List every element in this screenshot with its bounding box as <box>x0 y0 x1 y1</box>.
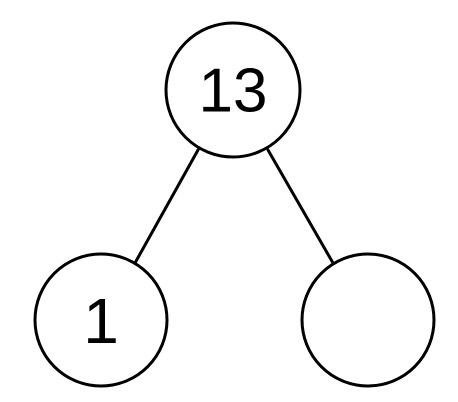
whole-node: 13 <box>164 21 302 159</box>
whole-node-label: 13 <box>199 57 268 126</box>
left-part-circle <box>33 252 169 388</box>
edge-whole-to-right-part <box>266 148 335 265</box>
right-part-node <box>300 252 436 388</box>
right-part-circle <box>300 252 436 388</box>
edge-whole-to-left-part <box>133 148 200 265</box>
left-part-node: 1 <box>33 252 169 388</box>
left-part-label: 1 <box>83 285 119 357</box>
whole-node-circle <box>164 21 302 159</box>
